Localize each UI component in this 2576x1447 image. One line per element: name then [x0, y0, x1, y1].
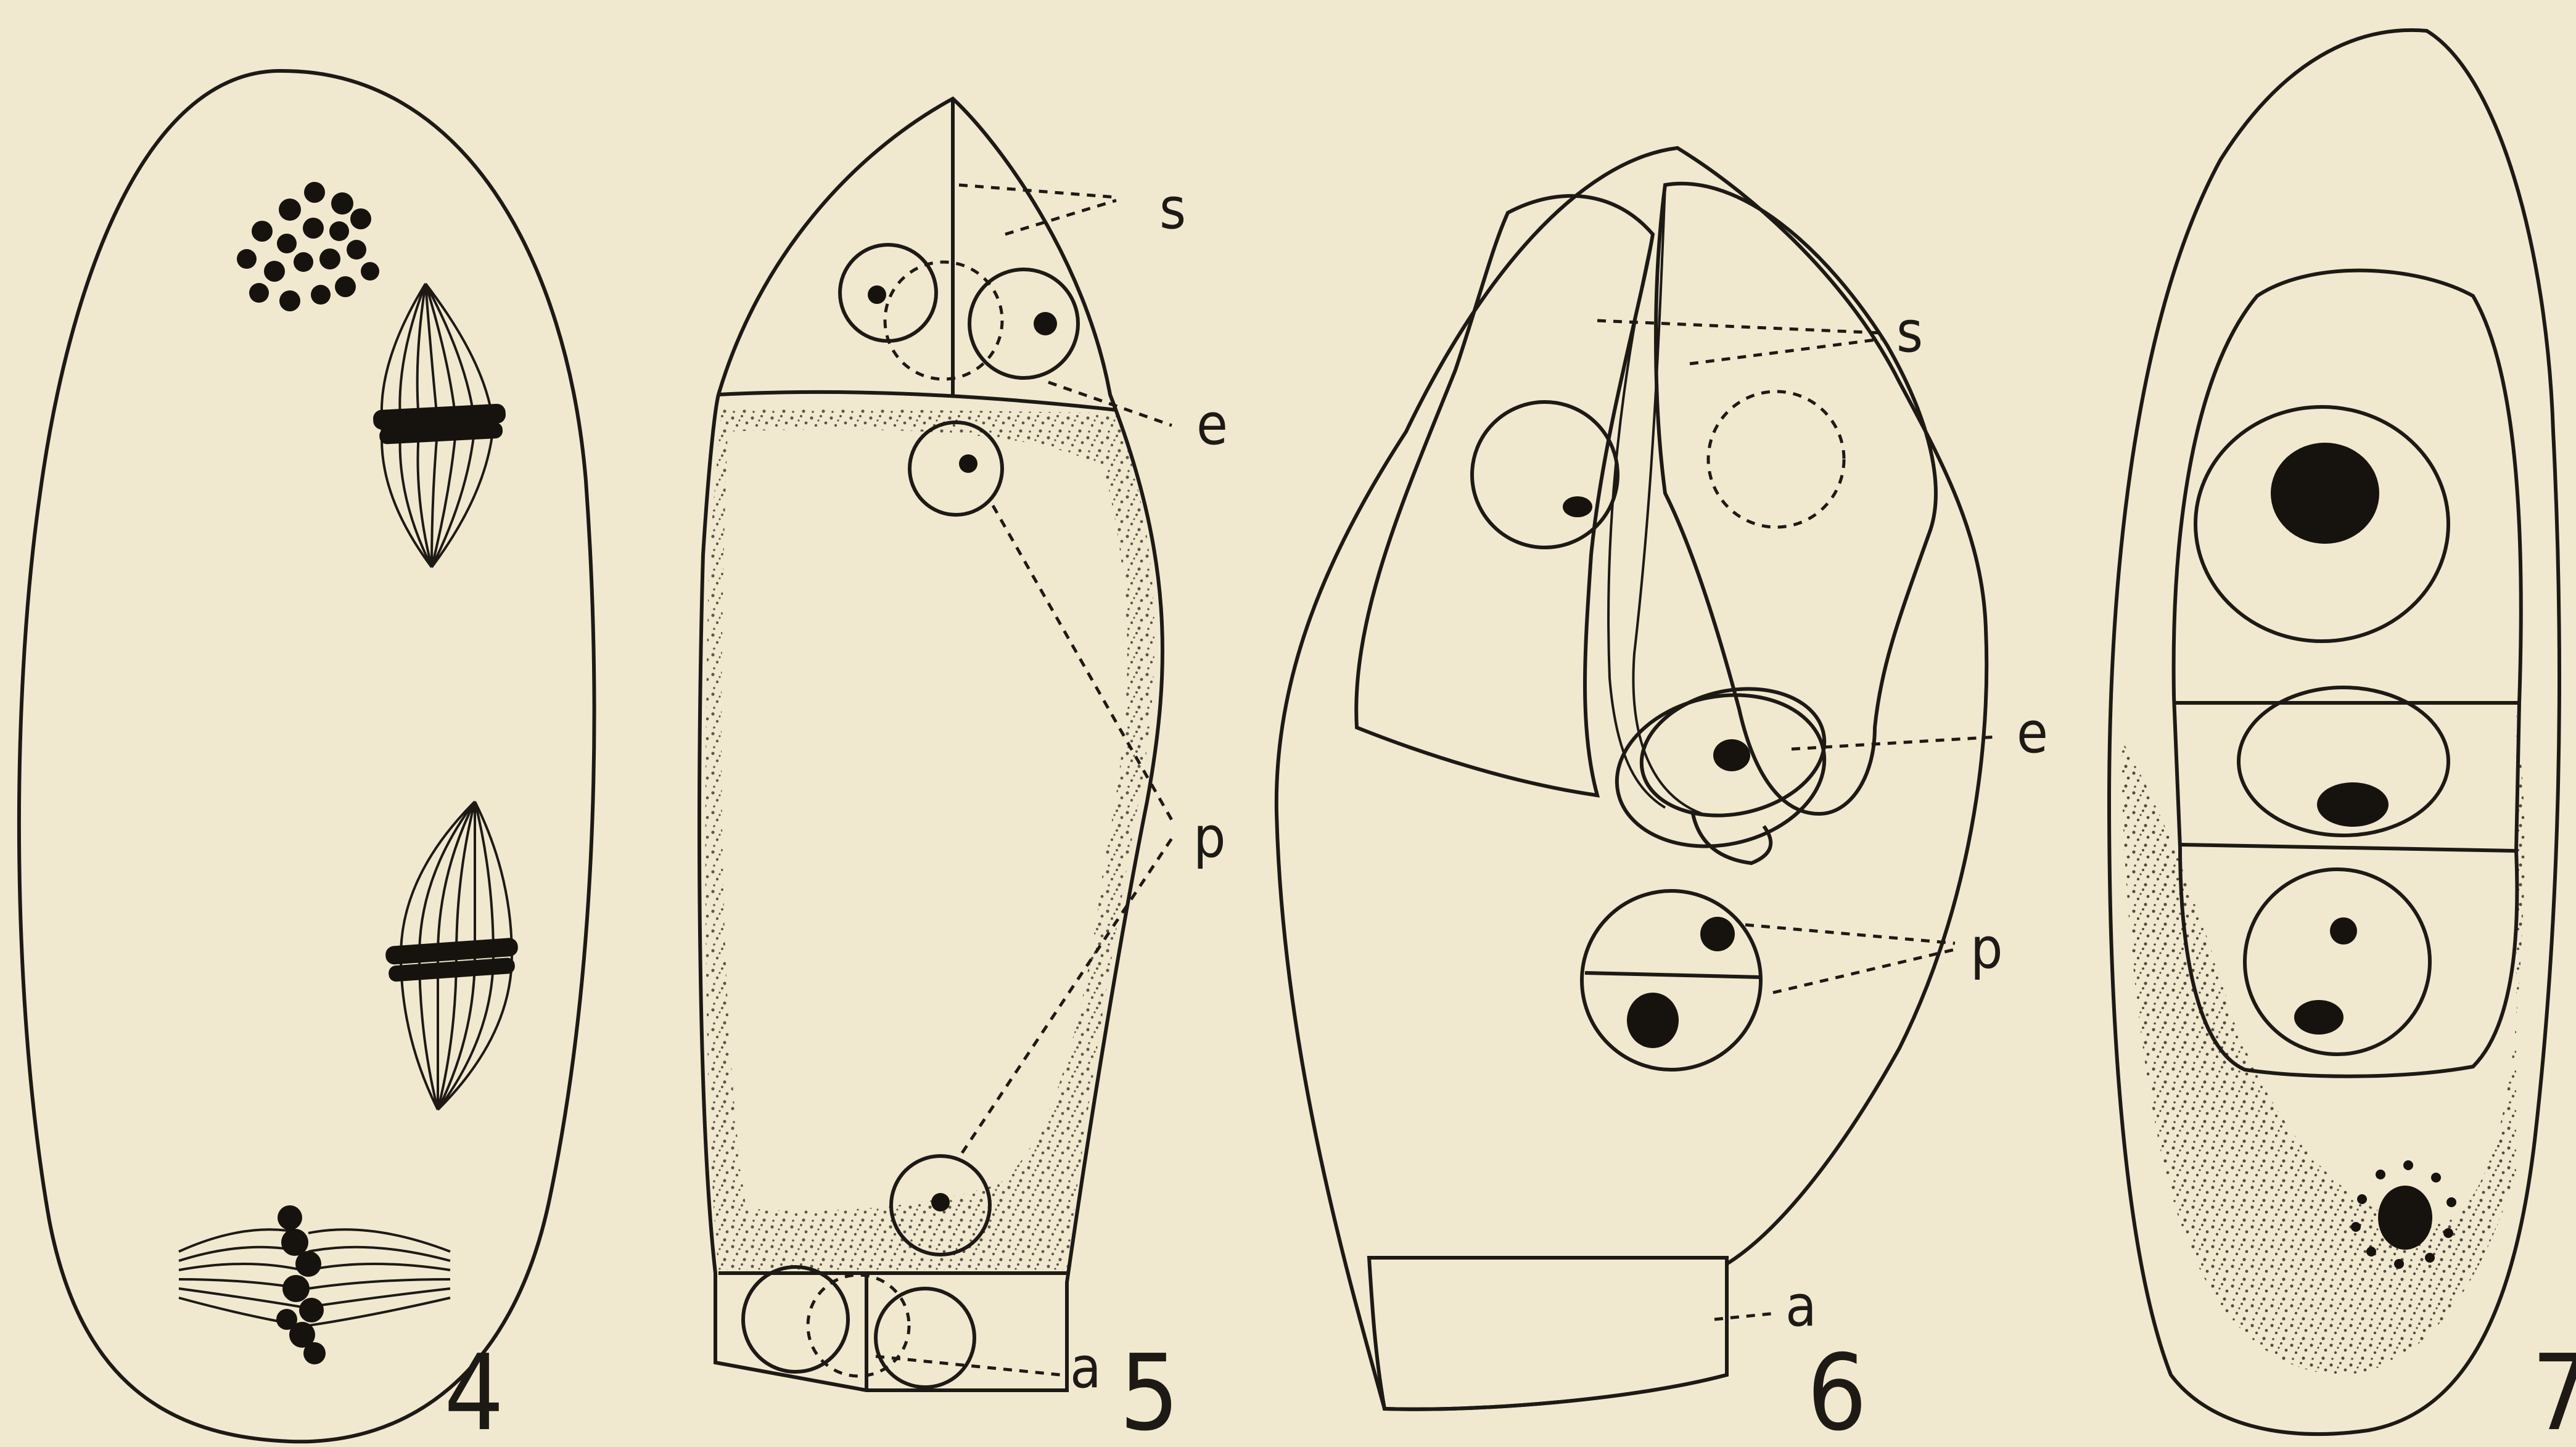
figure-5-label-p: p [1193, 805, 1226, 871]
figure-5-nucleus [969, 269, 1078, 378]
figure-6-label-e: e [2017, 700, 2048, 766]
figure-6-antipodal-region [1369, 1258, 1727, 1409]
figure-4: 4 [19, 71, 595, 1447]
figure-4-number: 4 [444, 1332, 504, 1447]
figure-6-label-s: s [1896, 299, 1923, 365]
figure-6-vacuole [1303, 678, 1715, 1252]
figure-5-label-e: e [1196, 391, 1228, 457]
figure-4-vacuole [64, 330, 493, 1150]
figure-5-number: 5 [1119, 1332, 1179, 1447]
figure-5: s e p a 5 [699, 99, 1228, 1447]
figure-7: 7 [2109, 30, 2576, 1447]
figure-6: s e p a 6 [1277, 148, 2048, 1447]
figure-6-nucleus [1472, 402, 1618, 547]
figure-5-label-a: a [1070, 1335, 1101, 1401]
figure-4-spindle-lower [179, 1205, 450, 1364]
figure-5-label-s: s [1159, 176, 1186, 242]
figure-6-label-p: p [1970, 916, 2003, 982]
figure-6-number: 6 [1807, 1332, 1867, 1447]
figure-5-nucleus [840, 245, 936, 341]
figure-6-label-a: a [1785, 1273, 1817, 1339]
figure-4-chromosome-cluster [237, 182, 379, 311]
figure-7-number: 7 [2532, 1332, 2576, 1447]
figure-6-synergid [1356, 196, 1653, 795]
figure-6-synergid [1656, 184, 1936, 814]
